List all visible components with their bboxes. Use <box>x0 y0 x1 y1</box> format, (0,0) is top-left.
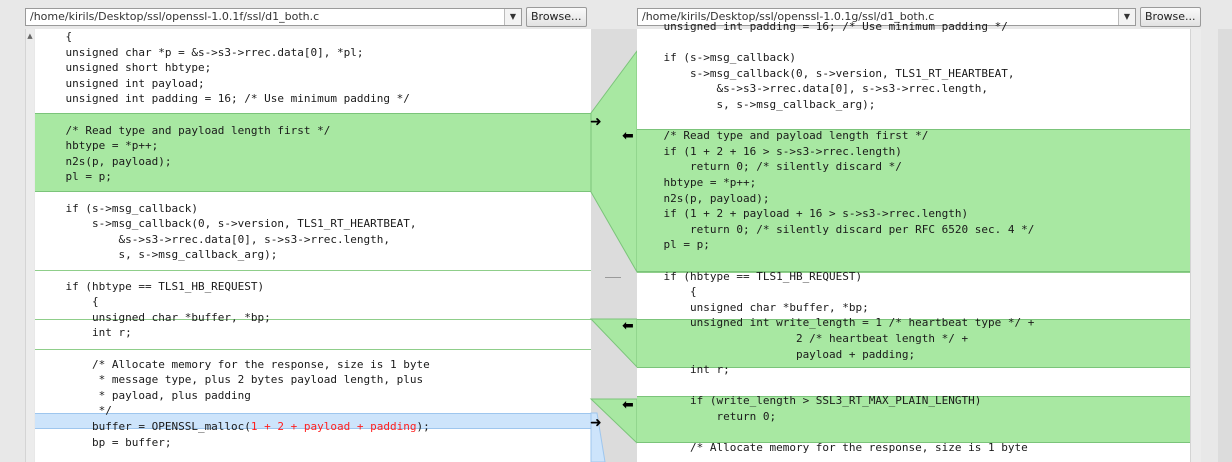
diff-gutter <box>589 29 638 462</box>
left-path-bar: /home/kirils/Desktop/ssl/openssl-1.0.1f/… <box>25 7 587 27</box>
connector-1 <box>590 49 638 274</box>
code-line <box>637 35 1190 51</box>
code-line: int r; <box>39 326 132 340</box>
code-line: if (s->msg_callback) <box>39 201 198 215</box>
code-line: * payload, plus padding <box>39 388 251 402</box>
changed-text: 1 + 2 + payload + padding <box>250 420 417 433</box>
code-line: return 0; /* silently discard */ <box>637 160 902 174</box>
left-code-pane[interactable]: { unsigned char *p = &s->s3->rrec.data[0… <box>35 29 591 462</box>
code-line: bp = buffer; <box>39 435 172 449</box>
left-separator <box>35 270 591 271</box>
code-line <box>637 253 1190 269</box>
right-insert-block <box>637 396 1190 443</box>
code-line: pl = p; <box>39 170 112 184</box>
code-line: &s->s3->rrec.data[0], s->s3->rrec.length… <box>637 82 988 96</box>
code-line: int r; <box>637 363 730 377</box>
code-line <box>637 378 1190 394</box>
right-separator <box>637 272 1190 273</box>
code-line: hbtype = *p++; <box>39 139 159 153</box>
code-line: unsigned int payload; <box>39 76 205 90</box>
code-line: n2s(p, payload); <box>637 191 770 205</box>
code-line: if (write_length > SSL3_RT_MAX_PLAIN_LEN… <box>637 394 982 408</box>
code-line: n2s(p, payload); <box>39 154 172 168</box>
code-line: { <box>637 285 697 299</box>
left-path-field[interactable]: /home/kirils/Desktop/ssl/openssl-1.0.1f/… <box>25 8 522 26</box>
merge-left-arrow-icon[interactable]: ⬅ <box>622 318 634 334</box>
code-line: s->msg_callback(0, s->version, TLS1_RT_H… <box>637 66 1015 80</box>
code-line: s, s->msg_callback_arg); <box>39 248 278 262</box>
merge-left-arrow-icon[interactable]: ⬅ <box>622 128 634 144</box>
code-line <box>637 425 1190 441</box>
code-line: buffer = OPENSSL_malloc(1 + 2 + payload … <box>39 420 430 433</box>
code-line: &s->s3->rrec.data[0], s->s3->rrec.length… <box>39 232 390 246</box>
merge-right-arrow-icon[interactable]: ➜ <box>590 415 602 431</box>
code-line: payload + padding; <box>637 347 916 361</box>
code-line: return 0; /* silently discard per RFC 65… <box>637 222 1035 236</box>
left-strip-scroll-icon[interactable]: ▲ <box>27 32 33 40</box>
code-line: return 0; <box>637 410 777 423</box>
right-path-field[interactable]: /home/kirils/Desktop/ssl/openssl-1.0.1g/… <box>637 8 1136 26</box>
right-path-bar: /home/kirils/Desktop/ssl/openssl-1.0.1g/… <box>637 7 1201 27</box>
connector-4 <box>590 412 606 462</box>
right-insert-block <box>637 129 1190 272</box>
code-line: { <box>39 295 99 309</box>
right-code-pane[interactable]: unsigned int padding = 16; /* Use minimu… <box>637 20 1190 462</box>
right-line-strip[interactable] <box>1190 29 1201 462</box>
right-path-dropdown-icon[interactable]: ▼ <box>1118 9 1135 25</box>
code-line: if (hbtype == TLS1_HB_REQUEST) <box>39 279 265 293</box>
merge-dash-icon <box>605 277 621 278</box>
code-line: unsigned short hbtype; <box>39 61 212 75</box>
code-line: unsigned char *p = &s->s3->rrec.data[0],… <box>39 45 364 59</box>
code-line: /* Allocate memory for the response, siz… <box>39 357 430 371</box>
diff-connector-shapes <box>589 49 638 462</box>
code-line: if (s->msg_callback) <box>637 51 796 65</box>
code-line: pl = p; <box>637 238 710 252</box>
merge-right-arrow-icon[interactable]: ➜ <box>590 114 602 130</box>
left-separator <box>35 349 591 350</box>
code-line: unsigned int padding = 16; /* Use minimu… <box>637 20 1008 33</box>
code-line: { <box>39 30 73 43</box>
code-line: s->msg_callback(0, s->version, TLS1_RT_H… <box>39 217 417 231</box>
left-path-dropdown-icon[interactable]: ▼ <box>504 9 521 25</box>
code-line: /* Allocate memory for the response, siz… <box>637 441 1028 455</box>
code-line: 2 /* heartbeat length */ + <box>637 332 969 345</box>
code-line: * message type, plus 2 bytes payload len… <box>39 373 424 387</box>
code-line <box>35 185 591 201</box>
left-insert-block <box>35 113 591 192</box>
code-line: if (hbtype == TLS1_HB_REQUEST) <box>637 269 863 283</box>
code-line: unsigned int padding = 16; /* Use minimu… <box>39 92 410 106</box>
code-line: /* Read type and payload length first */ <box>637 129 929 143</box>
window-edge-strip <box>1218 29 1232 462</box>
code-line: if (1 + 2 + payload + 16 > s->s3->rrec.l… <box>637 207 969 221</box>
code-line <box>637 113 1190 129</box>
code-line-tail: ); <box>416 420 430 433</box>
right-path-text: /home/kirils/Desktop/ssl/openssl-1.0.1g/… <box>642 10 935 23</box>
code-line: */ <box>39 404 112 418</box>
left-separator <box>35 319 591 320</box>
left-browse-button[interactable]: Browse... <box>526 7 587 27</box>
code-line <box>35 263 591 279</box>
left-change-block <box>35 413 591 429</box>
right-insert-block <box>637 319 1190 368</box>
code-line: s, s->msg_callback_arg); <box>637 98 876 111</box>
code-line: unsigned char *buffer, *bp; <box>637 300 869 314</box>
left-path-text: /home/kirils/Desktop/ssl/openssl-1.0.1f/… <box>30 10 320 23</box>
merge-left-arrow-icon[interactable]: ⬅ <box>622 397 634 413</box>
code-line: if (1 + 2 + 16 > s->s3->rrec.length) <box>637 144 902 158</box>
right-browse-button[interactable]: Browse... <box>1140 7 1201 27</box>
code-line: /* Read type and payload length first */ <box>39 123 331 137</box>
code-line: unsigned char *buffer, *bp; <box>39 310 271 324</box>
code-line <box>35 341 591 357</box>
code-line: unsigned int write_length = 1 /* heartbe… <box>637 316 1035 330</box>
left-line-strip[interactable]: ▲ <box>25 29 34 462</box>
code-line: hbtype = *p++; <box>637 176 757 189</box>
code-line <box>35 107 591 123</box>
